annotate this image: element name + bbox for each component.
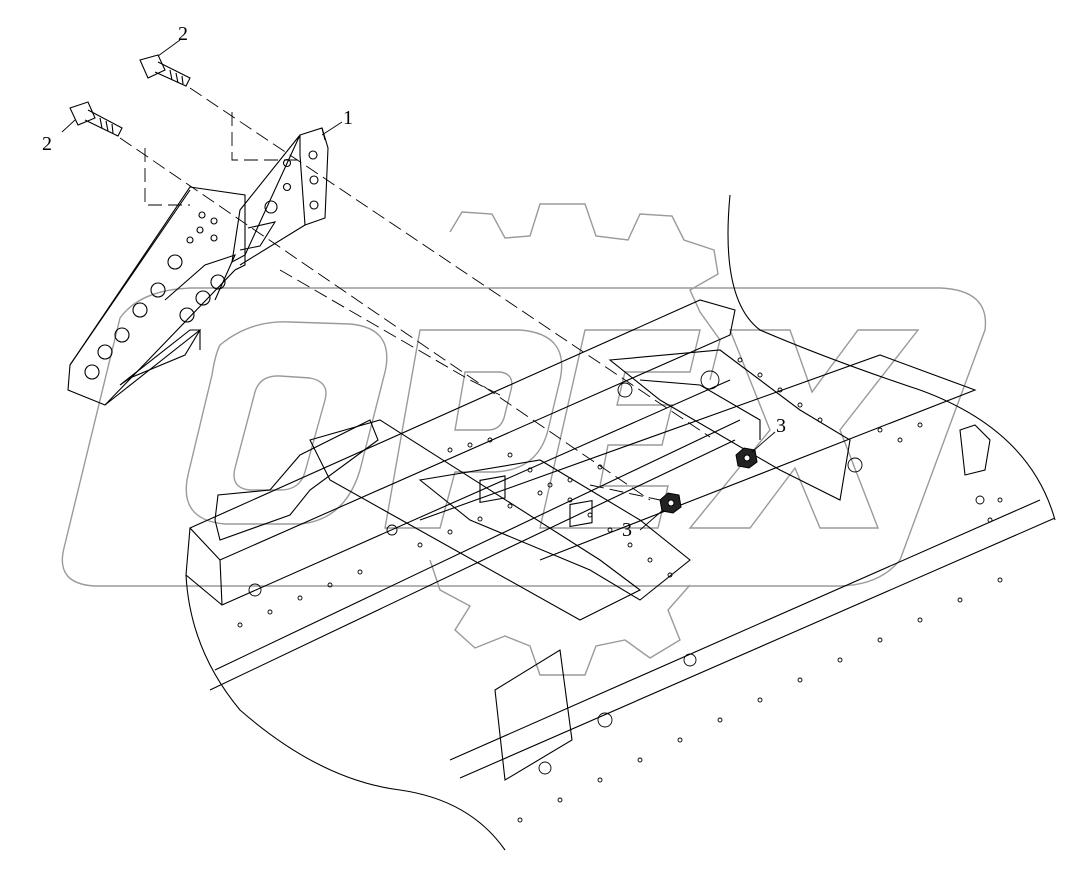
part-3-nut-lower — [659, 492, 682, 514]
cross-member-rear — [608, 349, 851, 501]
watermark-letter-p — [384, 329, 563, 529]
cross-member-middle — [418, 459, 691, 601]
cross-member-front — [309, 419, 642, 621]
callout-part-2-lower: 2 — [42, 133, 52, 155]
step-bracket — [67, 186, 246, 406]
callout-part-3-lower: 3 — [622, 519, 632, 541]
assembly-lines — [119, 87, 711, 501]
rail-holes — [237, 357, 1003, 823]
cutaway-edge — [727, 194, 1056, 521]
rail-bracket-right — [959, 424, 991, 476]
watermark-frame — [61, 287, 987, 587]
watermark-logo — [61, 203, 987, 676]
block-1 — [479, 475, 506, 504]
right-rail — [449, 499, 1056, 779]
callout-part-3-upper: 3 — [776, 415, 786, 437]
left-rail — [189, 299, 736, 561]
part-2-bolt-upper — [139, 54, 191, 87]
mounting-plate — [494, 649, 573, 781]
watermark-gear — [429, 203, 721, 676]
watermark-letter-e — [539, 329, 701, 529]
leader-lines — [61, 39, 776, 531]
rail-bracket-left — [214, 419, 379, 541]
part-3-nut-upper — [735, 447, 758, 469]
watermark-letter-o — [185, 321, 388, 525]
callout-part-1: 1 — [343, 107, 353, 129]
watermark-letter-x — [688, 329, 920, 529]
block-2 — [569, 499, 593, 528]
part-2-bolt-lower — [69, 101, 123, 137]
callout-part-2-upper: 2 — [178, 23, 188, 45]
chassis-frame — [185, 194, 1056, 851]
